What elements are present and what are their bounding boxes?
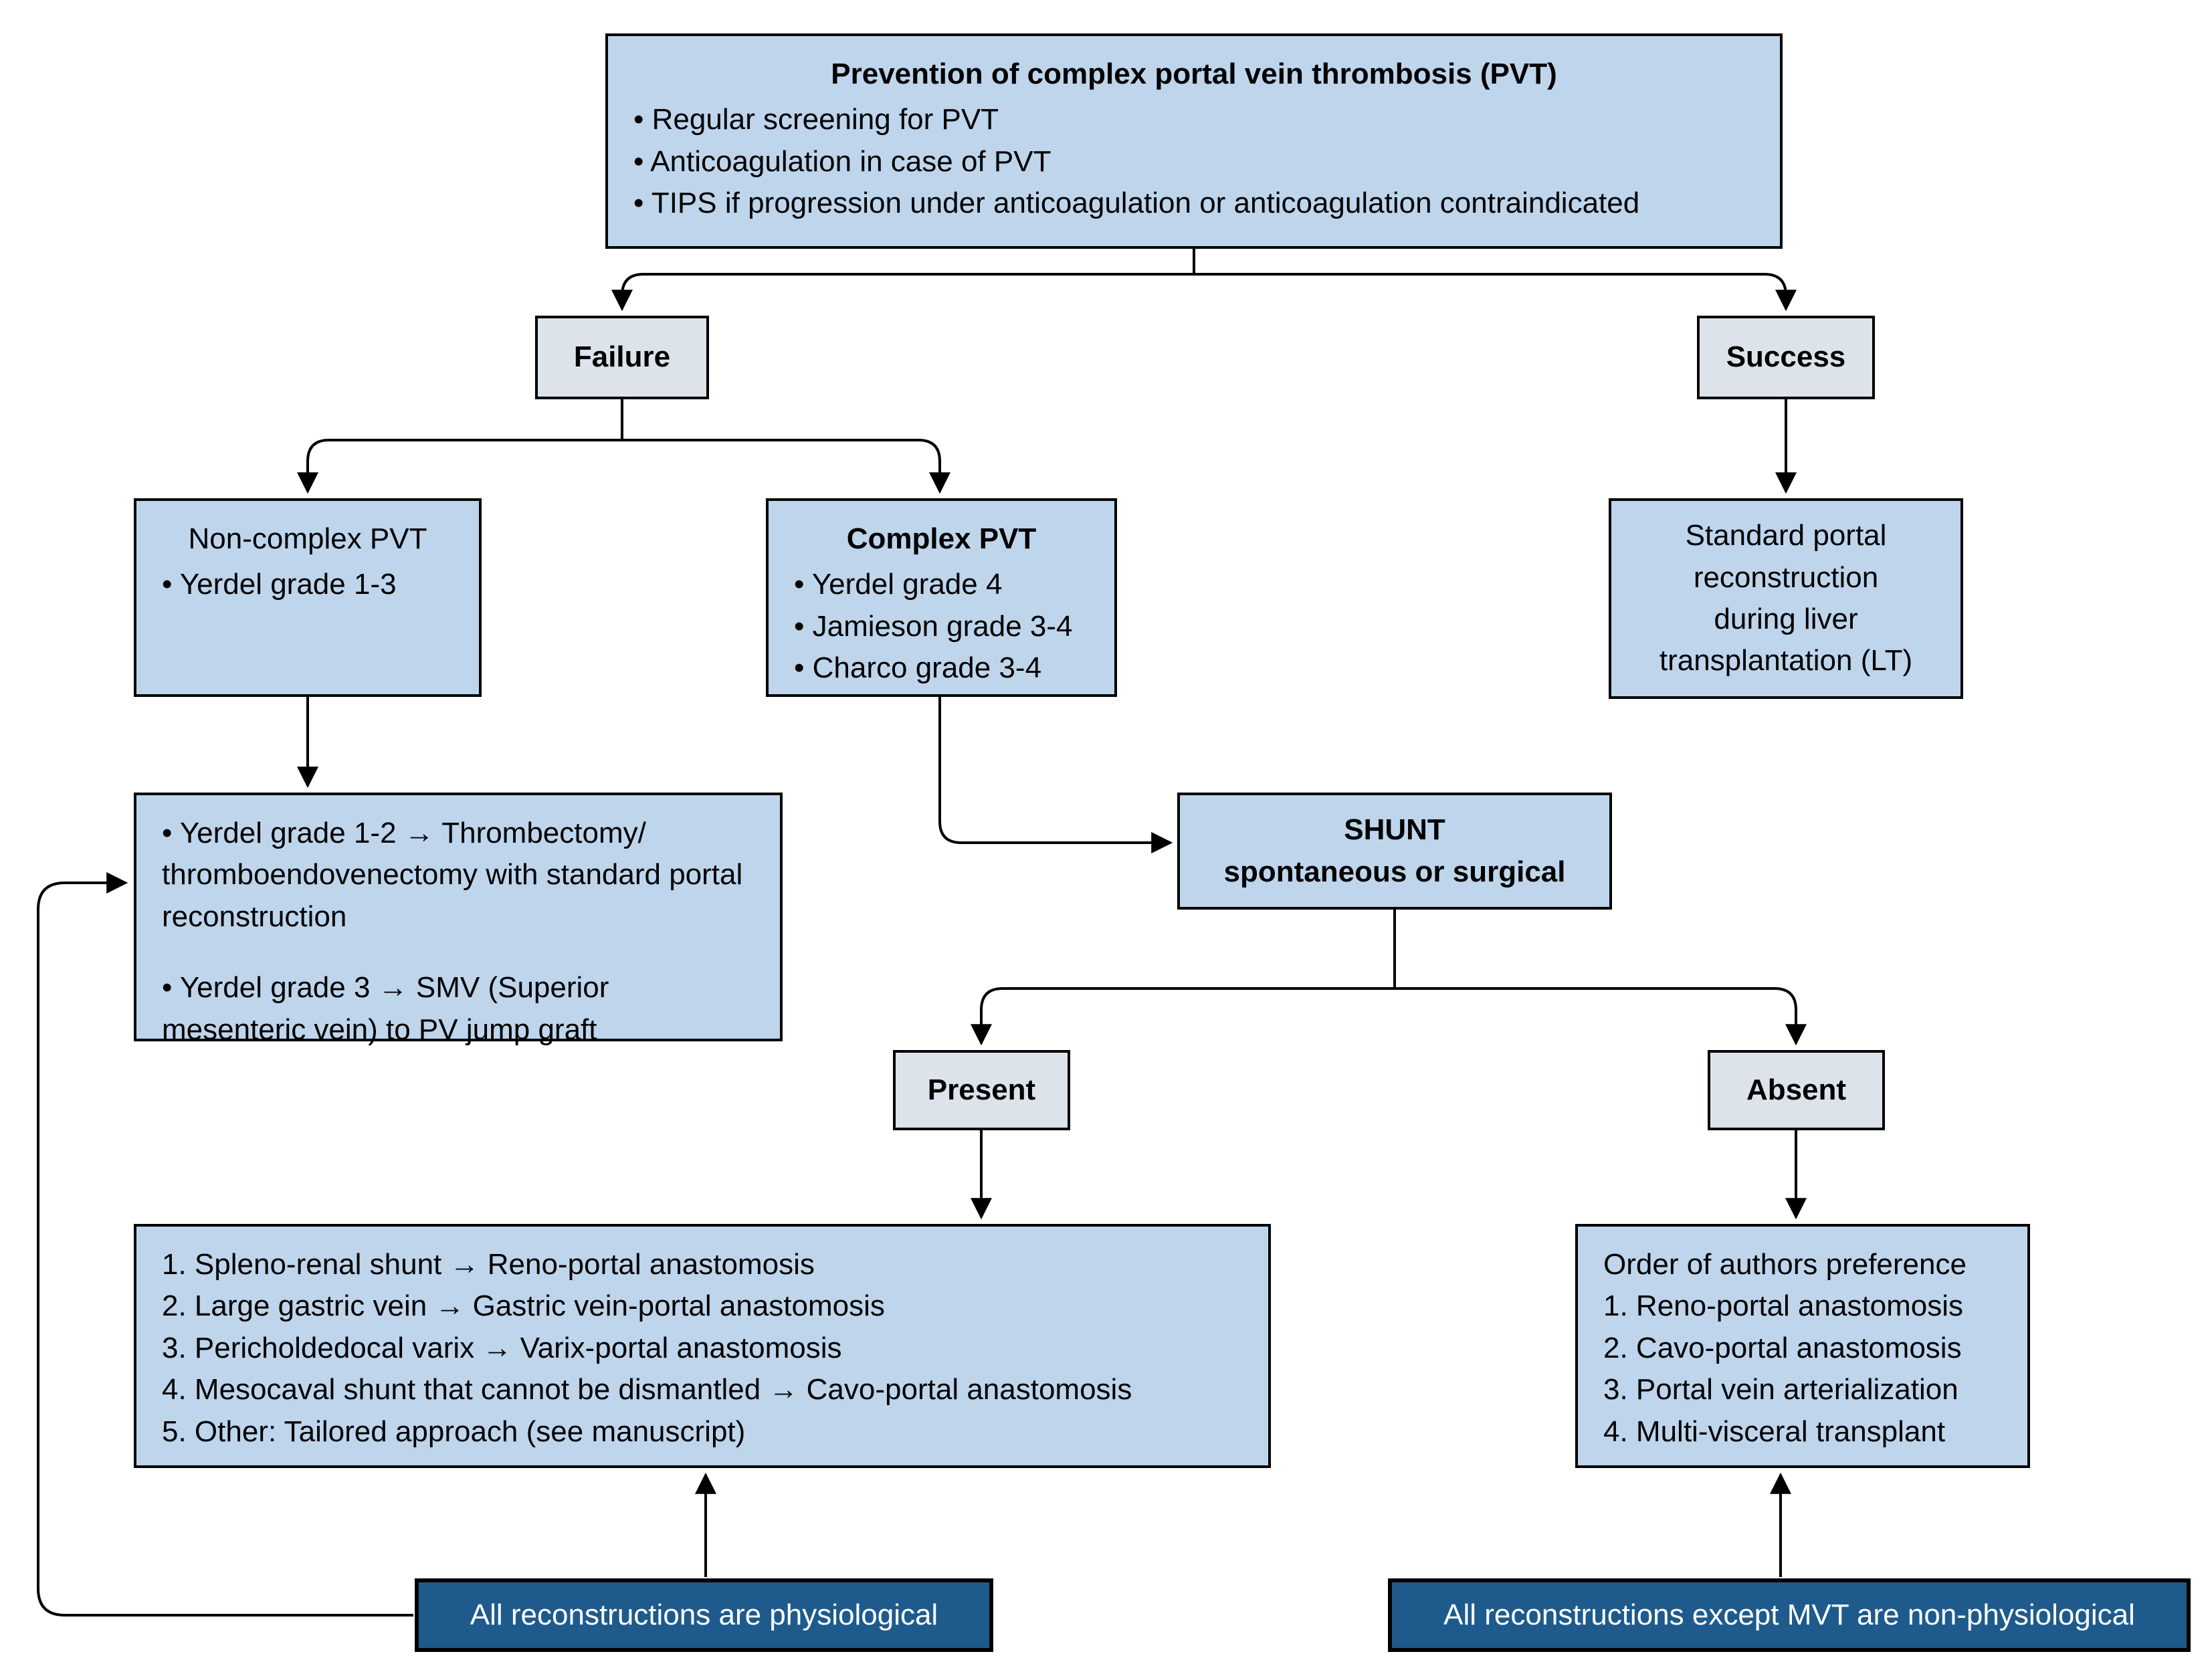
banner-physiological: All reconstructions are physiological bbox=[415, 1578, 993, 1652]
connector-prevention-to-failure bbox=[611, 273, 1194, 312]
standard-line: Standard portal bbox=[1685, 519, 1887, 552]
complex-bullet: • Charco grade 3-4 bbox=[794, 651, 1042, 685]
absent-label: Absent bbox=[1746, 1073, 1847, 1106]
absent-option: 1. Reno-portal anastomosis bbox=[1603, 1289, 1964, 1323]
physiological-label: All reconstructions are physiological bbox=[470, 1598, 938, 1631]
standard-line: transplantation (LT) bbox=[1659, 644, 1913, 678]
node-present-options: 1. Spleno-renal shunt → Reno-portal anas… bbox=[134, 1224, 1271, 1468]
connector-failure-to-complex bbox=[622, 439, 950, 494]
present-option: 5. Other: Tailored approach (see manuscr… bbox=[162, 1415, 746, 1448]
node-complex-pvt: Complex PVT • Yerdel grade 4 • Jamieson … bbox=[766, 498, 1117, 697]
node-absent: Absent bbox=[1708, 1050, 1885, 1130]
standard-line: during liver bbox=[1714, 603, 1858, 635]
node-treatment: • Yerdel grade 1-2 → Thrombectomy/ throm… bbox=[134, 793, 783, 1046]
non-complex-title: Non-complex PVT bbox=[188, 522, 427, 555]
node-failure: Failure bbox=[535, 316, 709, 399]
prevention-bullet: • Anticoagulation in case of PVT bbox=[633, 144, 1051, 178]
node-non-complex-pvt: Non-complex PVT • Yerdel grade 1-3 bbox=[134, 498, 482, 697]
banner-non-physiological: All reconstructions except MVT are non-p… bbox=[1388, 1578, 2191, 1652]
present-option: 2. Large gastric vein → Gastric vein-por… bbox=[162, 1289, 885, 1323]
prevention-title: Prevention of complex portal vein thromb… bbox=[831, 58, 1557, 90]
complex-bullet: • Jamieson grade 3-4 bbox=[794, 609, 1073, 643]
connector-complex-to-shunt bbox=[938, 697, 1173, 853]
node-standard-reconstruction: Standard portal reconstruction during li… bbox=[1609, 498, 1963, 699]
node-present: Present bbox=[893, 1050, 1070, 1130]
absent-options-header: Order of authors preference bbox=[1603, 1248, 1967, 1281]
absent-option: 4. Multi-visceral transplant bbox=[1603, 1415, 1946, 1448]
treatment-bullet: • Yerdel grade 1-2 → Thrombectomy/ throm… bbox=[162, 817, 743, 933]
standard-line: reconstruction bbox=[1693, 560, 1879, 594]
node-shunt: SHUNT spontaneous or surgical bbox=[1177, 793, 1612, 910]
success-label: Success bbox=[1726, 340, 1846, 374]
present-option: 1. Spleno-renal shunt → Reno-portal anas… bbox=[162, 1248, 815, 1281]
connector-failure-to-noncomplex bbox=[297, 439, 622, 494]
shunt-title: SHUNT bbox=[1344, 813, 1445, 847]
connector-prevention-to-success bbox=[1194, 273, 1797, 312]
node-success: Success bbox=[1697, 316, 1875, 399]
present-option: 3. Pericholdedocal varix → Varix-portal … bbox=[162, 1331, 842, 1364]
connector-shunt-to-absent bbox=[1395, 987, 1807, 1046]
prevention-bullet: • TIPS if progression under anticoagulat… bbox=[633, 187, 1640, 220]
non-physiological-label: All reconstructions except MVT are non-p… bbox=[1443, 1598, 2135, 1631]
node-absent-options: Order of authors preference 1. Reno-port… bbox=[1575, 1224, 2030, 1468]
connector-shunt-to-present bbox=[971, 987, 1395, 1046]
treatment-bullet: • Yerdel grade 3 → SMV (Superior mesente… bbox=[162, 971, 609, 1046]
shunt-subtitle: spontaneous or surgical bbox=[1223, 855, 1566, 888]
complex-title: Complex PVT bbox=[846, 522, 1037, 555]
node-prevention: Prevention of complex portal vein thromb… bbox=[605, 33, 1783, 249]
failure-label: Failure bbox=[573, 340, 671, 374]
present-option: 4. Mesocaval shunt that cannot be disman… bbox=[162, 1373, 1132, 1407]
prevention-bullet: • Regular screening for PVT bbox=[633, 103, 999, 136]
present-label: Present bbox=[927, 1073, 1036, 1106]
absent-option: 2. Cavo-portal anastomosis bbox=[1603, 1331, 1962, 1364]
absent-option: 3. Portal vein arterialization bbox=[1603, 1373, 1958, 1407]
non-complex-bullet: • Yerdel grade 1-3 bbox=[162, 568, 397, 601]
complex-bullet: • Yerdel grade 4 bbox=[794, 568, 1003, 601]
